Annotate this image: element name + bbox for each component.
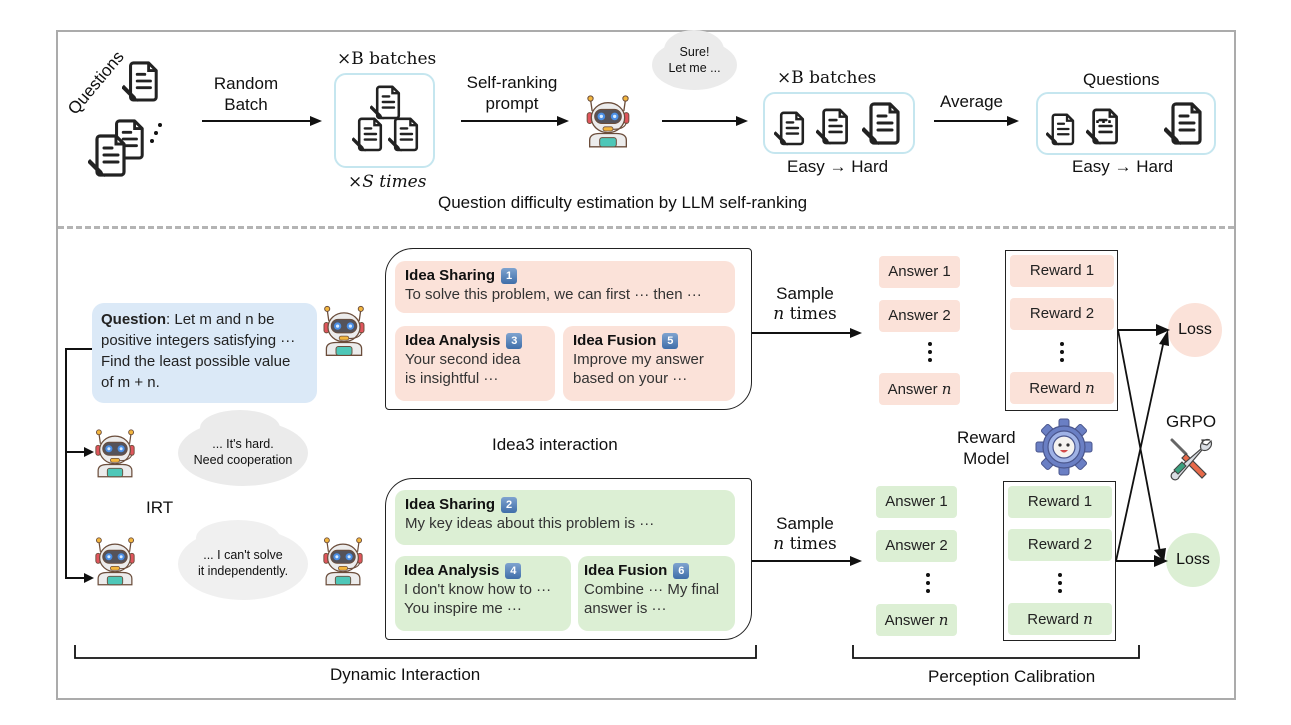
vertical-ellipsis: [1058, 573, 1062, 597]
robot-icon: [92, 425, 138, 481]
grpo-label: GRPO: [1166, 412, 1217, 431]
robot-icon: [320, 303, 368, 358]
thought-text-hard: ... It's hard. Need cooperation: [193, 437, 293, 467]
final-docs: [1046, 102, 1202, 146]
answer-cell: Answer n: [879, 373, 960, 405]
step-badge: 1: [501, 268, 518, 284]
robot-icon: [92, 533, 138, 589]
document-icon: [774, 111, 805, 146]
document-icon: [352, 117, 383, 152]
step-badge: 4: [505, 563, 522, 579]
self-ranking-prompt-label: Self-ranking prompt: [466, 73, 558, 113]
loss-node-top: Loss: [1168, 303, 1222, 357]
step-badge: 2: [501, 497, 518, 513]
ranked-docs: [774, 102, 900, 146]
document-icon: [370, 85, 401, 120]
answer-cell: Answer 1: [876, 486, 957, 518]
section-divider: [58, 226, 1234, 229]
bracket-perception-calibration: [852, 645, 1140, 659]
grpo-arrows: [1115, 324, 1170, 567]
document-icon: [862, 102, 900, 146]
arrow-average: [934, 116, 1019, 126]
flow-connector: [65, 348, 94, 583]
answer-cell: Answer 2: [876, 530, 957, 562]
average-label: Average: [940, 92, 1004, 111]
arrow-to-ranked: [662, 116, 748, 126]
sample-label-top: Sample n times: [773, 284, 837, 324]
easy-hard-label-2: Easy → Hard: [1072, 157, 1174, 176]
perception-calibration-label: Perception Calibration: [928, 667, 1096, 686]
times-label: ×S times: [348, 172, 427, 192]
reward-cell: Reward 2: [1008, 529, 1112, 561]
reward-cell: Reward n: [1008, 603, 1112, 635]
arrow-random-batch: [202, 116, 322, 126]
robot-icon: [583, 93, 633, 149]
bracket-dynamic-interaction: [74, 645, 757, 659]
document-icon: [122, 61, 158, 102]
step-badge: 3: [506, 333, 523, 349]
vertical-ellipsis: [928, 342, 932, 366]
batches-label-2: ×B batches: [777, 68, 877, 88]
answer-cell: Answer 1: [879, 256, 960, 288]
arrow-sample-bottom: [752, 556, 862, 566]
speech-text: Sure! Let me ...: [668, 45, 721, 75]
reward-model-gear-icon: [1035, 418, 1093, 476]
step-badge: 6: [673, 563, 690, 579]
reward-cell: Reward n: [1010, 372, 1114, 404]
dynamic-interaction-label: Dynamic Interaction: [330, 665, 481, 684]
reward-cell: Reward 1: [1008, 486, 1112, 518]
random-batch-label: Random Batch: [213, 74, 279, 114]
batches-label-1: ×B batches: [337, 49, 437, 69]
document-icon: [88, 134, 126, 178]
question-docs-stack: [88, 61, 162, 178]
loss-node-bottom: Loss: [1166, 533, 1220, 587]
robot-icon: [320, 533, 366, 589]
vertical-ellipsis: [1060, 342, 1064, 366]
arrow-sample-top: [752, 328, 862, 338]
reward-box-bottom: [1003, 481, 1116, 641]
document-icon: [388, 117, 419, 152]
question-box: Question: Let m and n be positive intege…: [92, 303, 317, 403]
document-icon: [1046, 113, 1075, 146]
sample-label-bottom: Sample n times: [773, 514, 837, 554]
ellipsis: ···: [1095, 112, 1113, 132]
figure-frame: [56, 30, 1236, 700]
irt-label: IRT: [146, 498, 174, 517]
easy-hard-label-1: Easy → Hard: [787, 157, 889, 176]
top-caption: Question difficulty estimation by LLM se…: [438, 193, 808, 212]
questions-label-2: Questions: [1083, 70, 1160, 89]
thought-text-cant: ... I can't solve it independently.: [197, 548, 289, 578]
answer-cell: Answer 2: [879, 300, 960, 332]
document-icon: [816, 108, 849, 146]
idea3-interaction-label: Idea3 interaction: [492, 435, 618, 454]
answer-cell: Answer n: [876, 604, 957, 636]
arrow-self-ranking: [461, 116, 569, 126]
step-badge: 5: [662, 333, 679, 349]
tools-icon: [1170, 438, 1213, 481]
document-icon: [1164, 102, 1202, 146]
batch-docs: [352, 85, 419, 152]
reward-cell: Reward 2: [1010, 298, 1114, 330]
reward-model-label: Reward Model: [957, 428, 1016, 468]
vertical-ellipsis: [926, 573, 930, 597]
reward-cell: Reward 1: [1010, 255, 1114, 287]
